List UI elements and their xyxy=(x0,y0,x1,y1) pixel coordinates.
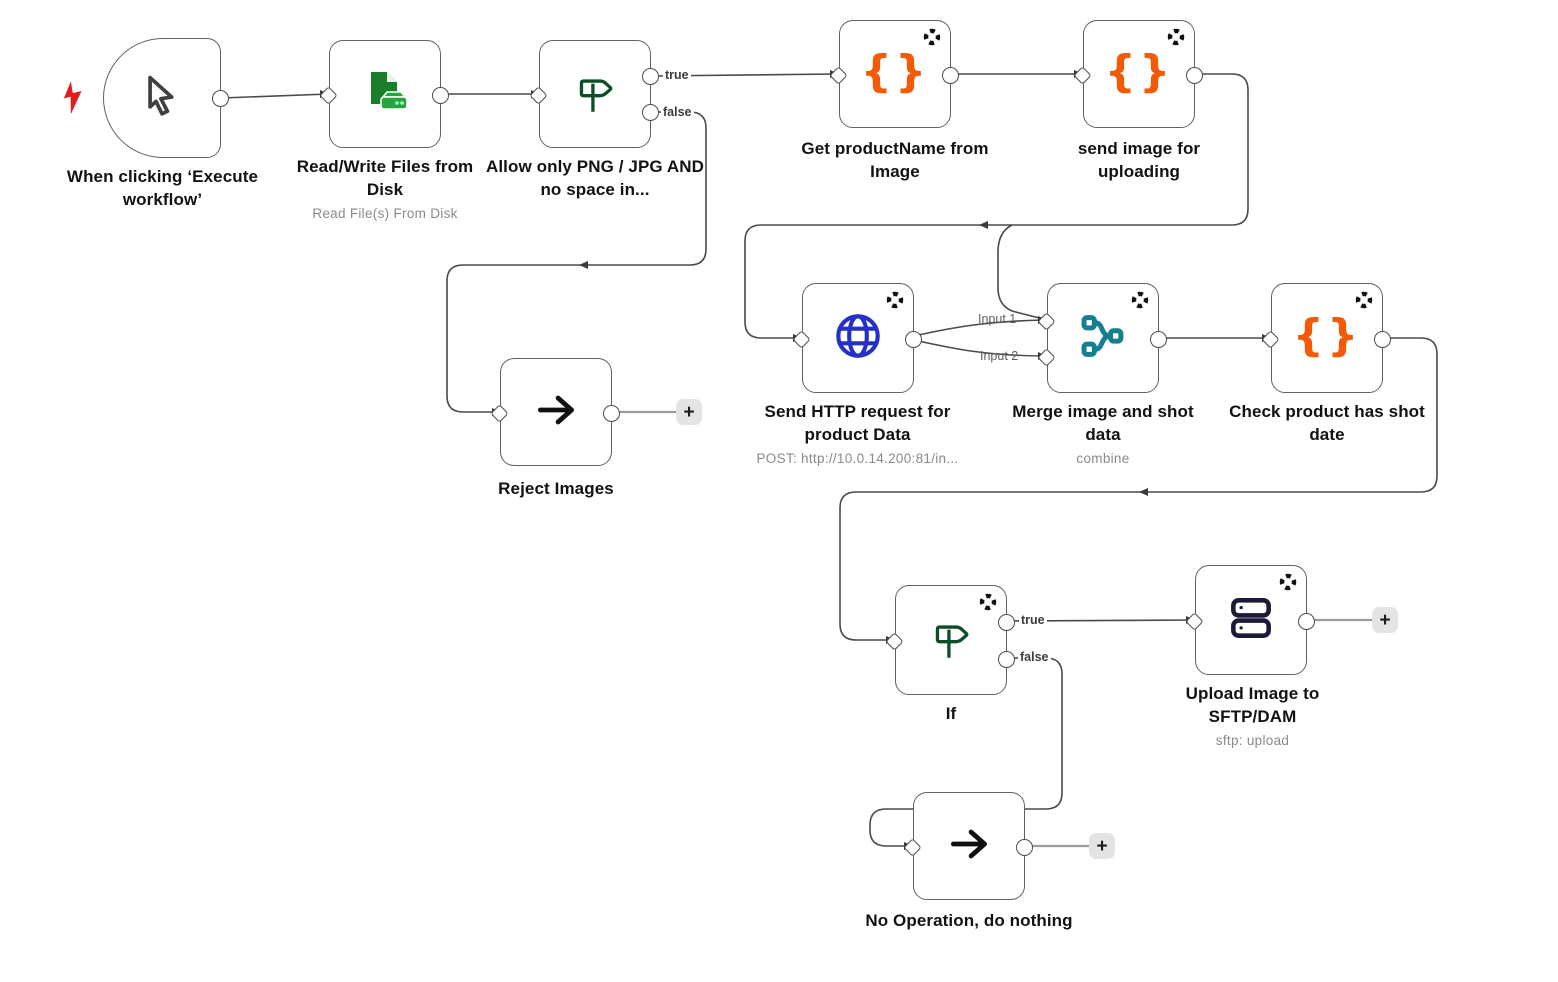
settings-ring-icon xyxy=(886,291,904,314)
output-port-false[interactable] xyxy=(642,104,659,121)
node-label: Merge image and shot data combine xyxy=(997,401,1209,468)
signpost-icon xyxy=(570,67,620,122)
edge-label-input2: Input 2 xyxy=(980,349,1019,363)
node-label: Upload Image to SFTP/DAM sftp: upload xyxy=(1145,683,1360,750)
output-port[interactable] xyxy=(432,87,449,104)
node-allow-only-png-jpg[interactable] xyxy=(529,40,659,148)
node-subtitle: combine xyxy=(1076,450,1130,466)
edge-label-false: false xyxy=(1018,650,1051,665)
settings-ring-icon xyxy=(1131,291,1149,314)
node-when-clicking-execute-workflow[interactable] xyxy=(103,38,229,158)
output-port[interactable] xyxy=(212,90,229,107)
merge-icon xyxy=(1077,310,1129,367)
node-label: Get productName from Image xyxy=(801,139,989,181)
node-subtitle: POST: http://10.0.14.200:81/in... xyxy=(756,450,959,466)
edge-label-true: true xyxy=(1019,613,1047,628)
node-label: Send HTTP request for product Data POST:… xyxy=(750,401,965,468)
node-label: Check product has shot date xyxy=(1229,402,1425,444)
output-port[interactable] xyxy=(1016,839,1033,856)
output-port[interactable] xyxy=(1298,613,1315,630)
globe-icon xyxy=(831,309,885,368)
node-get-productname[interactable]: {} xyxy=(829,20,959,128)
output-port-true[interactable] xyxy=(998,614,1015,631)
edge-label-false: false xyxy=(661,105,694,120)
output-port[interactable] xyxy=(603,405,620,422)
settings-ring-icon xyxy=(1355,291,1373,314)
arrow-icon xyxy=(944,819,994,874)
output-port[interactable] xyxy=(1150,331,1167,348)
arrow-icon xyxy=(531,385,581,440)
node-label: If xyxy=(945,704,957,723)
node-subtitle: sftp: upload xyxy=(1215,732,1290,748)
node-merge-image-shot-data[interactable] xyxy=(1037,283,1167,393)
node-send-image-for-uploading[interactable]: {} xyxy=(1073,20,1203,128)
server-icon xyxy=(1224,591,1278,650)
node-label: When clicking ‘Execute workflow’ xyxy=(66,167,259,209)
node-send-http-request[interactable] xyxy=(792,283,922,393)
settings-ring-icon xyxy=(923,28,941,51)
code-braces-icon: {} xyxy=(860,45,930,97)
edge-label-input1: Input 1 xyxy=(978,312,1017,326)
signpost-icon xyxy=(926,613,976,668)
output-port[interactable] xyxy=(942,67,959,84)
add-node-button[interactable]: + xyxy=(1089,833,1115,859)
node-reject-images[interactable] xyxy=(490,358,620,466)
add-node-button[interactable]: + xyxy=(1372,607,1398,633)
node-label: Reject Images xyxy=(498,479,614,498)
add-node-button[interactable]: + xyxy=(676,399,702,425)
output-port[interactable] xyxy=(905,331,922,348)
node-label: No Operation, do nothing xyxy=(865,911,1073,930)
output-port-false[interactable] xyxy=(998,651,1015,668)
output-port[interactable] xyxy=(1186,67,1203,84)
node-check-product-shot-date[interactable]: {} xyxy=(1261,283,1391,393)
node-label: Allow only PNG / JPG AND no space in... xyxy=(485,157,705,199)
settings-ring-icon xyxy=(979,593,997,616)
node-read-write-files[interactable] xyxy=(319,40,449,148)
node-label: send image for uploading xyxy=(1077,139,1201,181)
output-port-true[interactable] xyxy=(642,68,659,85)
node-if[interactable] xyxy=(885,585,1015,695)
execution-bolt-icon xyxy=(60,80,88,121)
node-label: Read/Write Files from Disk Read File(s) … xyxy=(280,156,490,223)
node-upload-image-sftp-dam[interactable] xyxy=(1185,565,1315,675)
cursor-icon xyxy=(136,70,188,127)
settings-ring-icon xyxy=(1279,573,1297,596)
code-braces-icon: {} xyxy=(1104,45,1174,97)
node-no-operation[interactable] xyxy=(903,792,1033,900)
code-braces-icon: {} xyxy=(1292,309,1362,361)
edge-label-true: true xyxy=(663,68,691,83)
output-port[interactable] xyxy=(1374,331,1391,348)
file-disk-icon xyxy=(357,64,413,125)
settings-ring-icon xyxy=(1167,28,1185,51)
node-subtitle: Read File(s) From Disk xyxy=(312,205,458,221)
